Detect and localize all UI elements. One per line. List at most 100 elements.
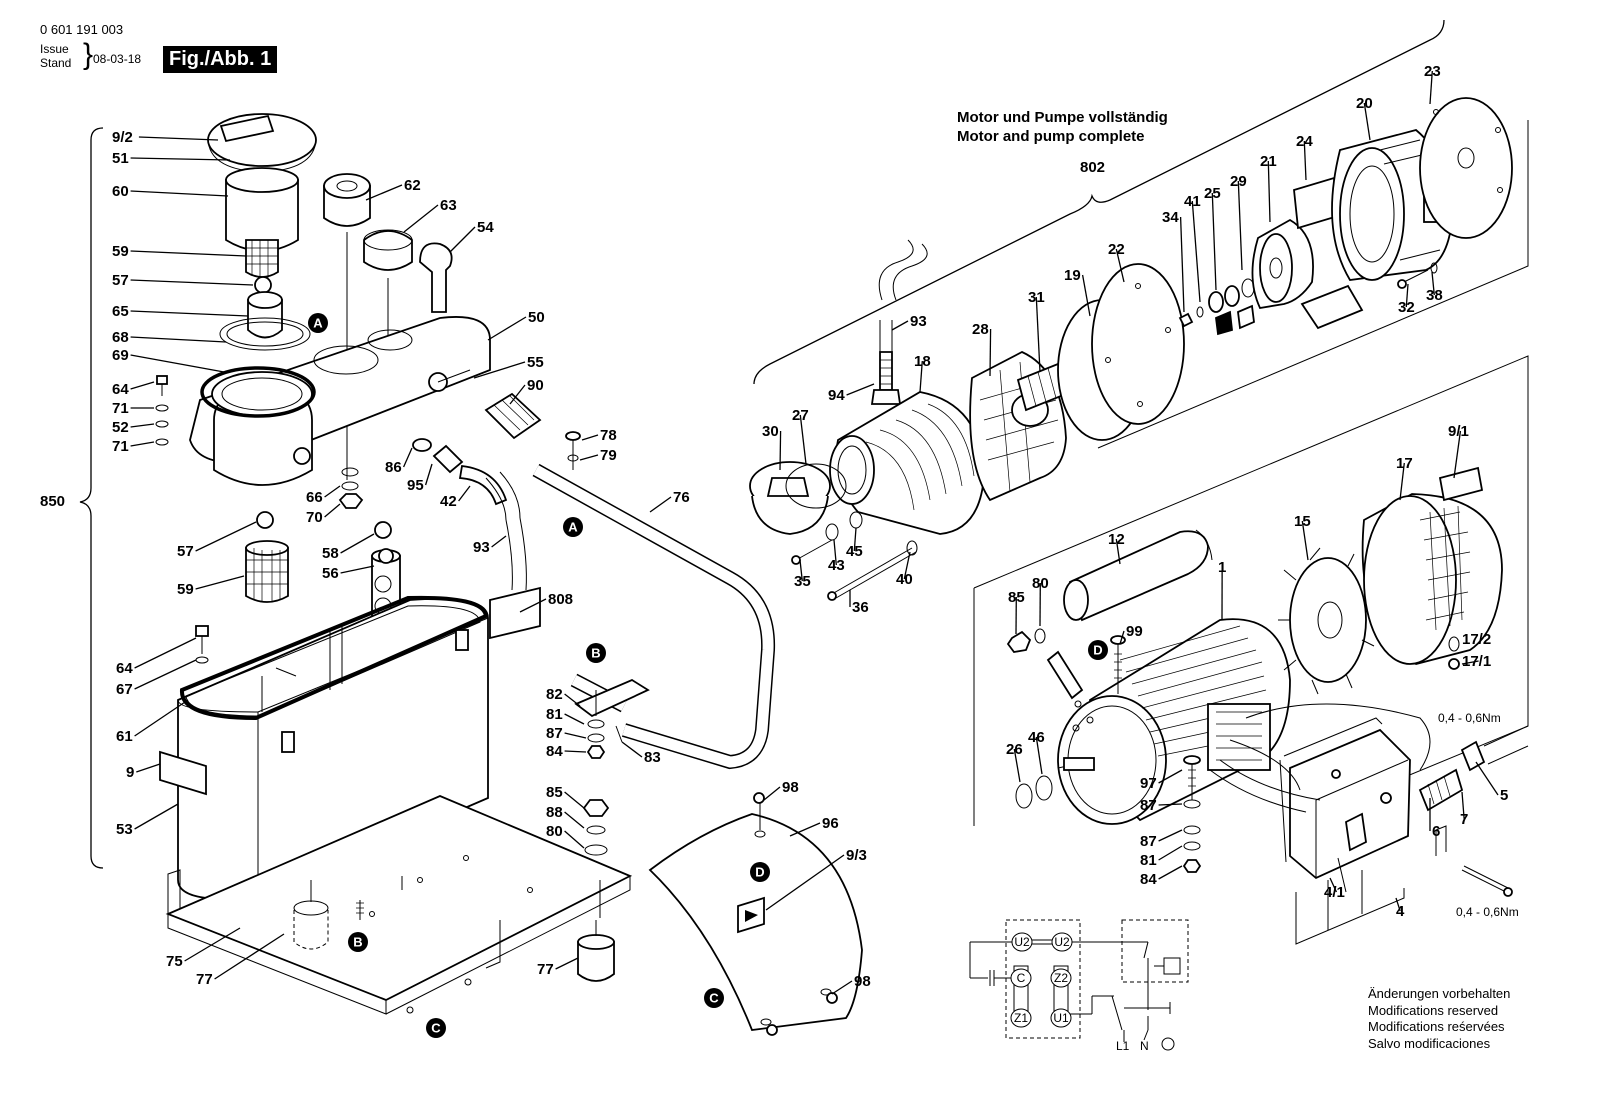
- marker-a: A: [563, 517, 583, 537]
- cover-96: [648, 792, 863, 1036]
- callout-84: 84: [1140, 865, 1183, 888]
- callout-17: 17: [1396, 455, 1413, 501]
- marker-c: C: [426, 1018, 446, 1038]
- lid-screw-64: [155, 375, 169, 446]
- callout-27: 27: [792, 407, 809, 465]
- callout-label: 82: [546, 686, 563, 703]
- callout-label: 28: [972, 321, 989, 338]
- callout-label: 77: [196, 971, 213, 988]
- terminal-label: U2: [1014, 935, 1030, 949]
- nut-70: [338, 467, 364, 509]
- callout-57: 57: [177, 521, 257, 560]
- callout-58: 58: [322, 533, 375, 562]
- callout-64: 64: [116, 637, 197, 677]
- callout-71: 71: [112, 400, 154, 417]
- callout-55: 55: [473, 354, 544, 379]
- ball-57-top: [254, 276, 272, 294]
- callout-66: 66: [306, 485, 341, 506]
- callout-label: 81: [1140, 852, 1157, 869]
- callout-53: 53: [116, 803, 179, 838]
- ball-57-bottom: [256, 511, 274, 529]
- callout-60: 60: [112, 183, 229, 200]
- callout-75: 75: [166, 927, 241, 970]
- callout-label: 27: [792, 407, 809, 424]
- callout-label: 9/2: [112, 129, 133, 146]
- fitting-90: [484, 392, 542, 440]
- terminal-box: [1279, 717, 1411, 893]
- marker-letter: B: [591, 646, 600, 661]
- callout-label: 34: [1162, 209, 1179, 226]
- callout-23: 23: [1424, 63, 1441, 105]
- terminal-label: Z2: [1054, 971, 1068, 985]
- callout-label: 1: [1218, 559, 1226, 576]
- callout-26: 26: [1006, 741, 1023, 783]
- callout-1: 1: [1218, 559, 1226, 621]
- callout-95: 95: [407, 463, 433, 494]
- callout-28: 28: [972, 321, 992, 377]
- callout-label: 95: [407, 477, 424, 494]
- callout-32: 32: [1398, 283, 1415, 316]
- tank-screw-64: [195, 625, 209, 664]
- callout-label: 98: [854, 973, 871, 990]
- callout-38: 38: [1426, 271, 1443, 304]
- knob-54: [419, 242, 453, 313]
- callout-56: 56: [322, 565, 375, 582]
- callout-label: 41: [1184, 193, 1201, 210]
- terminal-label: Z1: [1014, 1011, 1028, 1025]
- callout-12: 12: [1108, 531, 1125, 565]
- callout-label: 54: [477, 219, 494, 236]
- hose-93-left: [505, 519, 513, 591]
- bracket-850: [79, 127, 104, 869]
- motor-title-de: Motor und Pumpe vollständig: [957, 109, 1168, 126]
- tube-76: [533, 465, 774, 768]
- callout-80: 80: [546, 823, 585, 849]
- washer-43: [825, 511, 863, 541]
- modifications-en: Modifications reserved: [1368, 1002, 1499, 1018]
- callout-34: 34: [1162, 209, 1185, 313]
- terminal-u2: U2: [1051, 932, 1073, 952]
- callout-label: 22: [1108, 241, 1125, 258]
- callout-18: 18: [914, 353, 931, 393]
- plate-24b: [1300, 284, 1364, 330]
- strap-80: [1006, 628, 1084, 700]
- callout-24: 24: [1296, 133, 1313, 181]
- screw-36: [827, 540, 918, 601]
- callout-85: 85: [1008, 589, 1025, 635]
- callout-77: 77: [537, 957, 579, 978]
- callout-label: 79: [600, 447, 617, 464]
- callout-label: 57: [177, 543, 194, 560]
- callout-98: 98: [831, 973, 871, 995]
- callout-label: 50: [528, 309, 545, 326]
- callout-label: 4: [1396, 903, 1405, 920]
- bracket-802: [753, 19, 1445, 385]
- callout-label: 96: [822, 815, 839, 832]
- callout-label: 86: [385, 459, 402, 476]
- callout-label: 61: [116, 728, 133, 745]
- callout-79: 79: [579, 447, 617, 464]
- callout-5: 5: [1475, 761, 1508, 804]
- marker-b: B: [586, 643, 606, 663]
- callout-93: 93: [473, 535, 507, 556]
- terminal-z2: Z2: [1050, 968, 1072, 988]
- callout-46: 46: [1028, 729, 1045, 775]
- wiring-diagram: [969, 919, 1189, 1051]
- bracket-4: [1295, 825, 1447, 945]
- valve-65: [219, 291, 311, 351]
- small-parts-34-41: [1178, 278, 1255, 336]
- terminal-u1: U1: [1050, 1008, 1072, 1028]
- callout-label: 21: [1260, 153, 1277, 170]
- torque-label: 0,4 - 0,6Nm: [1438, 711, 1501, 725]
- callout-78: 78: [581, 427, 617, 444]
- callout-85: 85: [546, 784, 585, 809]
- filter-housing: [225, 167, 299, 252]
- capacitor-12: [1063, 529, 1213, 622]
- screw-97: [1182, 755, 1202, 873]
- callout-label: 97: [1140, 775, 1157, 792]
- marker-letter: D: [755, 865, 764, 880]
- terminal-label: U1: [1053, 1011, 1069, 1025]
- callout-label: 84: [1140, 871, 1157, 888]
- callout-label: 31: [1028, 289, 1045, 306]
- callout-71: 71: [112, 438, 155, 455]
- callout-850: 850: [40, 493, 65, 510]
- pump-head-18: [829, 391, 985, 535]
